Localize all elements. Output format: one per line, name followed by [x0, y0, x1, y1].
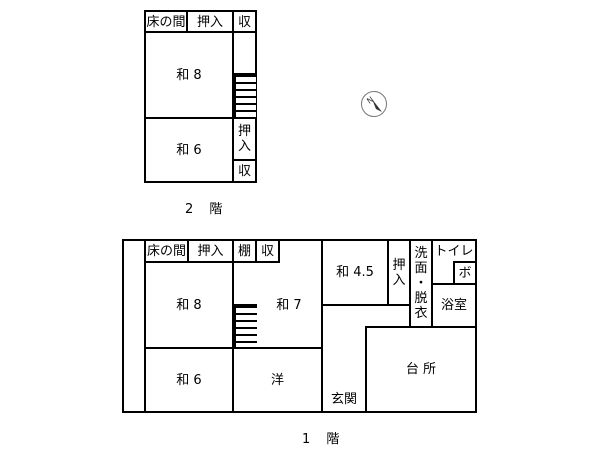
wall — [144, 239, 146, 413]
wall — [144, 31, 234, 33]
wall — [144, 117, 257, 119]
room-boiler: ボ — [458, 265, 472, 281]
wall — [453, 261, 477, 263]
char: 入 — [237, 139, 251, 154]
room-washitsu-7: 和 7 — [276, 297, 302, 313]
room-oshiire: 押入 — [196, 14, 223, 30]
wall — [321, 304, 411, 306]
floor-2-outline — [144, 10, 257, 183]
wall — [144, 347, 322, 349]
stairs — [234, 304, 257, 349]
char: 面 — [414, 261, 428, 276]
char: 押 — [392, 257, 406, 273]
room-washitsu-8: 和 8 — [176, 67, 202, 83]
wall — [186, 10, 188, 32]
char: 洗 — [414, 246, 428, 261]
wall — [365, 326, 477, 328]
wall — [144, 261, 280, 263]
room-bathroom: 浴室 — [440, 298, 467, 313]
wall — [387, 239, 389, 305]
room-tana: 棚 — [237, 243, 251, 259]
wall — [365, 326, 367, 413]
wall — [232, 10, 234, 183]
room-storage: 収 — [237, 14, 251, 30]
char: 衣 — [414, 306, 428, 321]
room-oshiire: 押入 — [197, 243, 224, 259]
room-washroom: 洗 面 ・ 脱 衣 — [411, 241, 431, 326]
room-entrance: 玄関 — [330, 391, 357, 407]
room-washitsu-6: 和 6 — [176, 372, 202, 388]
room-washitsu-4-5: 和 4.5 — [336, 265, 374, 280]
wall — [255, 239, 257, 262]
room-storage-side: 収 — [237, 163, 251, 179]
room-washitsu-6: 和 6 — [176, 142, 202, 158]
room-oshiire-side: 押 入 — [234, 119, 255, 159]
room-western: 洋 — [270, 372, 284, 388]
room-washitsu-8: 和 8 — [176, 297, 202, 313]
char: 押 — [237, 124, 251, 139]
wall — [453, 261, 455, 284]
char: 入 — [392, 272, 406, 288]
wall — [232, 31, 257, 33]
room-storage: 収 — [260, 243, 274, 259]
wall — [409, 239, 411, 328]
room-oshiire-side: 押 入 — [389, 241, 409, 304]
room-tokonoma: 床の間 — [146, 14, 186, 30]
room-tokonoma: 床の間 — [146, 243, 186, 259]
svg-text:N: N — [365, 95, 375, 106]
wall — [278, 239, 280, 262]
wall — [321, 239, 323, 413]
stairs — [234, 73, 256, 119]
char: ・ — [414, 276, 428, 291]
char: 脱 — [414, 291, 428, 306]
north-arrow-icon: N — [361, 91, 387, 117]
room-kitchen: 台 所 — [405, 362, 437, 377]
wall — [232, 239, 234, 413]
wall — [187, 239, 189, 262]
floor-2-caption: 2 階 — [185, 202, 229, 217]
room-toilet: トイレ — [434, 243, 474, 259]
wall — [232, 159, 257, 161]
floor-1-caption: 1 階 — [302, 432, 346, 447]
wall — [431, 283, 477, 285]
